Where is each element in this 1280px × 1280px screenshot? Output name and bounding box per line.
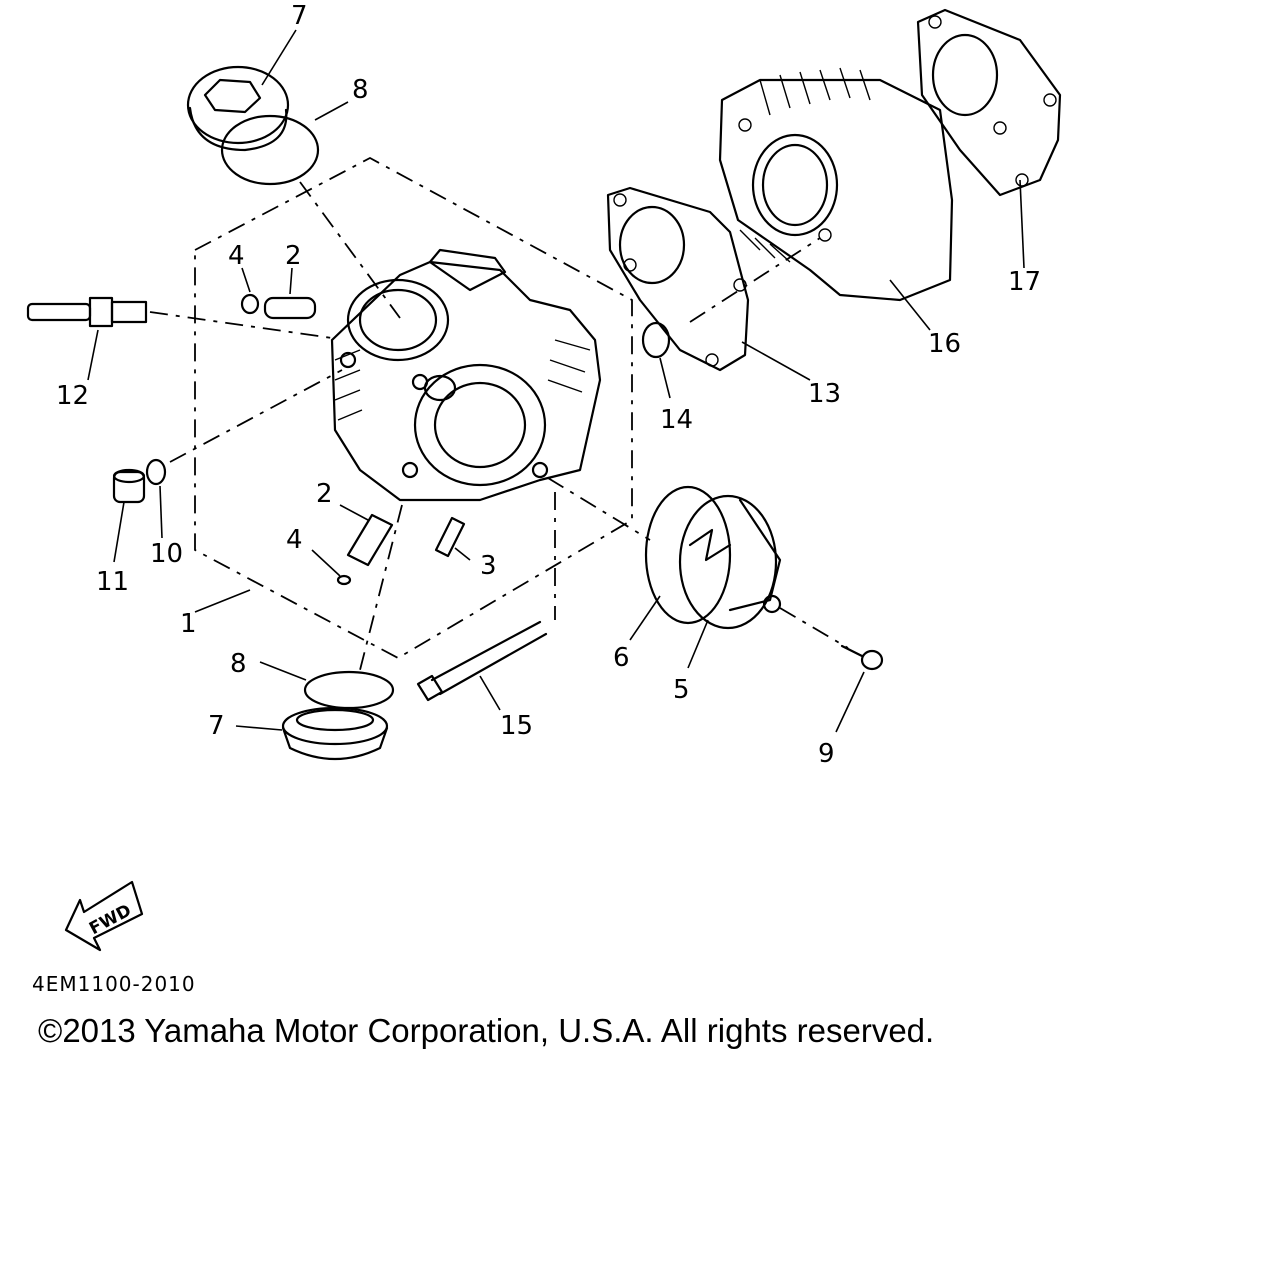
callout-13: 13: [808, 379, 841, 409]
copyright-notice: ©2013 Yamaha Motor Corporation, U.S.A. A…: [38, 1012, 935, 1049]
leader-lines: [87, 29, 1025, 733]
o-ring-bottom-icon: [303, 670, 395, 710]
head-gasket-icon: [916, 8, 1062, 197]
callout-16: 16: [928, 329, 961, 359]
dowel-pin-top-icon: [240, 293, 260, 315]
callout-2-top: 2: [285, 241, 302, 271]
filler-cap-bottom-icon: [281, 706, 389, 761]
dowel-pin-bottom-icon: [336, 574, 352, 586]
callout-4-bottom: 4: [286, 525, 303, 555]
filler-cap-top-icon: [186, 65, 290, 152]
o-ring-top-icon: [220, 114, 320, 186]
callout-4-top: 4: [228, 241, 245, 271]
long-bolt-icon: [416, 620, 548, 702]
plug-bolt-icon: [112, 468, 146, 504]
callout-8-bottom: 8: [230, 649, 247, 679]
cylinder-head-icon: [330, 248, 602, 502]
cover-gasket-icon: [644, 485, 732, 625]
callout-3: 3: [480, 551, 497, 581]
callout-7-top: 7: [291, 1, 308, 31]
washer-icon: [145, 458, 167, 486]
stud-bolt-bottom-icon: [346, 513, 394, 567]
assembly-boundary: [194, 156, 633, 660]
cylinder-gasket-icon: [606, 186, 750, 372]
callout-17: 17: [1008, 267, 1041, 297]
callout-7-bottom: 7: [208, 711, 225, 741]
callout-1: 1: [180, 609, 197, 639]
callout-5: 5: [673, 675, 690, 705]
stud-bolt-top-icon: [263, 296, 317, 320]
callout-8-top: 8: [352, 75, 369, 105]
side-cover-icon: [678, 494, 782, 630]
callout-2-bottom: 2: [316, 479, 333, 509]
callout-10: 10: [150, 539, 183, 569]
callout-11: 11: [96, 567, 129, 597]
dowel-14-icon: [641, 321, 671, 359]
callout-6: 6: [613, 643, 630, 673]
callout-9: 9: [818, 739, 835, 769]
stud-bolt-3-icon: [434, 516, 466, 558]
diagram-code: 4EM1100-2010: [32, 972, 196, 996]
callout-15: 15: [500, 711, 533, 741]
screw-icon: [840, 644, 884, 671]
callout-12: 12: [56, 381, 89, 411]
fwd-arrow-icon: FWD: [64, 880, 144, 952]
cylinder-icon: [718, 67, 954, 302]
spark-plug-icon: [26, 296, 148, 328]
callout-14: 14: [660, 405, 693, 435]
